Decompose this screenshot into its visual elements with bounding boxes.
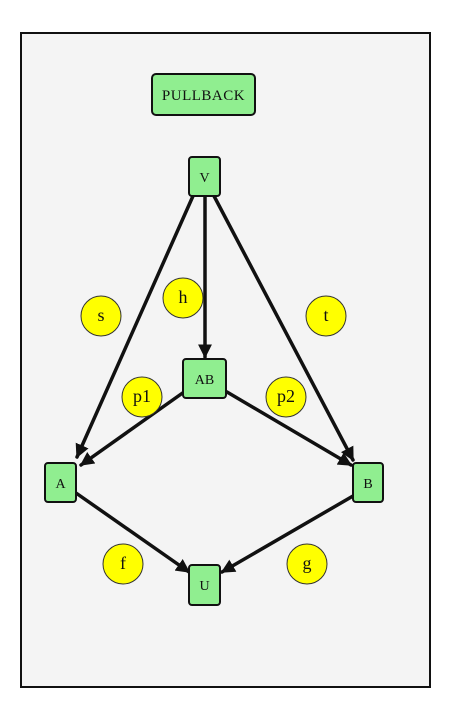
edge-label-h: h xyxy=(162,277,204,319)
node-a: A xyxy=(44,462,77,503)
node-v-label: V xyxy=(199,171,209,186)
node-ab-label: AB xyxy=(195,373,214,388)
edge-label-s-text: s xyxy=(97,305,104,325)
node-b: B xyxy=(352,462,384,503)
edge-label-t-text: t xyxy=(323,305,328,325)
edge-label-p2-text: p2 xyxy=(277,386,295,406)
edge-label-p2: p2 xyxy=(265,376,307,418)
edge-label-p1-text: p1 xyxy=(133,386,151,406)
edge-label-p1: p1 xyxy=(121,376,163,418)
arrow-p1 xyxy=(79,390,186,467)
node-u-label: U xyxy=(199,579,209,594)
edge-label-s: s xyxy=(80,295,122,337)
edge-label-f: f xyxy=(102,543,144,585)
node-b-label: B xyxy=(363,477,372,492)
node-u: U xyxy=(188,564,221,606)
edge-label-f-text: f xyxy=(120,553,126,573)
diagram-title: PULLBACK xyxy=(162,88,245,104)
edge-label-g-text: g xyxy=(303,553,312,573)
node-a-label: A xyxy=(55,477,66,492)
node-ab: AB xyxy=(182,358,227,399)
edge-label-h-text: h xyxy=(179,287,188,307)
arrow-p2 xyxy=(225,390,353,467)
node-v: V xyxy=(188,156,221,197)
edge-label-t: t xyxy=(305,295,347,337)
arrow-f xyxy=(74,491,191,574)
arrow-t xyxy=(212,194,355,462)
title-box: PULLBACK xyxy=(151,73,256,116)
arrow-g xyxy=(220,494,355,574)
arrow-s xyxy=(75,194,195,459)
edge-label-g: g xyxy=(286,543,328,585)
